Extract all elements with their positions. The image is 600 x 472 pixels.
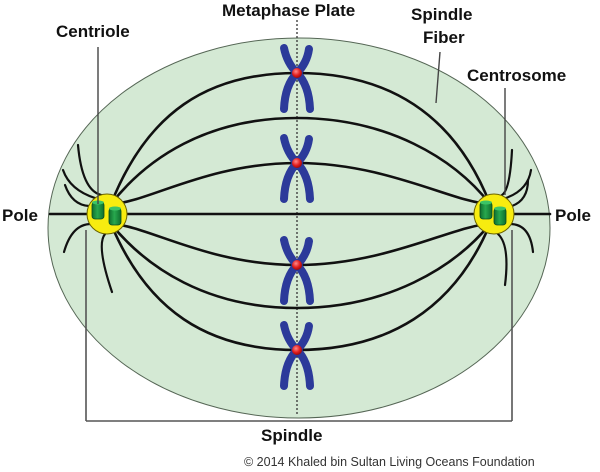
spindle-fiber-left-4: [109, 222, 299, 310]
spindle-fiber-right-4: [295, 222, 492, 310]
centriole-pair-right: [479, 200, 507, 226]
spindle-fiber-left-1: [109, 116, 299, 206]
spindle-fiber-right-3: [295, 222, 492, 267]
cell-body: [47, 37, 551, 419]
spindle-fiber-right-0: [295, 71, 492, 206]
astral-fiber-left-3: [62, 222, 93, 254]
centromere: [292, 68, 302, 78]
spindle-fiber-left-3: [109, 222, 299, 267]
centriole-pair-left: [91, 200, 122, 226]
label-centriole: Centriole: [56, 22, 130, 41]
copyright-text: © 2014 Khaled bin Sultan Living Oceans F…: [244, 455, 535, 469]
spindle-fiber-leader: [435, 51, 441, 104]
spindle-fiber-left-2: [109, 161, 299, 206]
label-spindle-fiber-2: Fiber: [423, 28, 465, 47]
centrosome-left: [86, 193, 128, 235]
leader-lines: [97, 47, 506, 204]
spindle-fiber-right-5: [295, 222, 492, 352]
centromere: [292, 345, 302, 355]
spindle-fiber-right-1: [295, 116, 492, 206]
spindle-fiber-right-2: [295, 161, 492, 206]
centrosome-right: [473, 193, 515, 235]
label-spindle: Spindle: [261, 426, 322, 445]
astral-fiber-right-2: [510, 178, 530, 208]
spindle-fiber-left-5: [109, 222, 299, 352]
label-spindle-fiber-1: Spindle: [411, 5, 472, 24]
astral-fiber-right-5: [500, 148, 514, 197]
chromosome-4: [280, 321, 314, 390]
label-pole-right: Pole: [555, 206, 591, 225]
astral-fiber-right-3: [508, 222, 535, 254]
astral-fiber-right-1: [504, 168, 533, 200]
spindle-fibers: [48, 71, 552, 352]
chromosome-2: [280, 134, 314, 203]
astral-fiber-left-1: [61, 168, 97, 200]
astral-fiber-right-4: [496, 232, 508, 287]
chromosomes: [280, 44, 314, 390]
label-pole-left: Pole: [2, 206, 38, 225]
label-centrosome: Centrosome: [467, 66, 566, 85]
spindle-fiber-left-0: [109, 71, 299, 206]
spindle-bracket: [85, 230, 513, 422]
label-metaphase-plate: Metaphase Plate: [222, 1, 355, 20]
astral-fiber-left-2: [63, 183, 91, 208]
astral-fiber-left-4: [100, 232, 114, 294]
chromosome-3: [280, 236, 314, 305]
chromosome-1: [280, 44, 314, 113]
centromere: [292, 158, 302, 168]
centromere: [292, 260, 302, 270]
